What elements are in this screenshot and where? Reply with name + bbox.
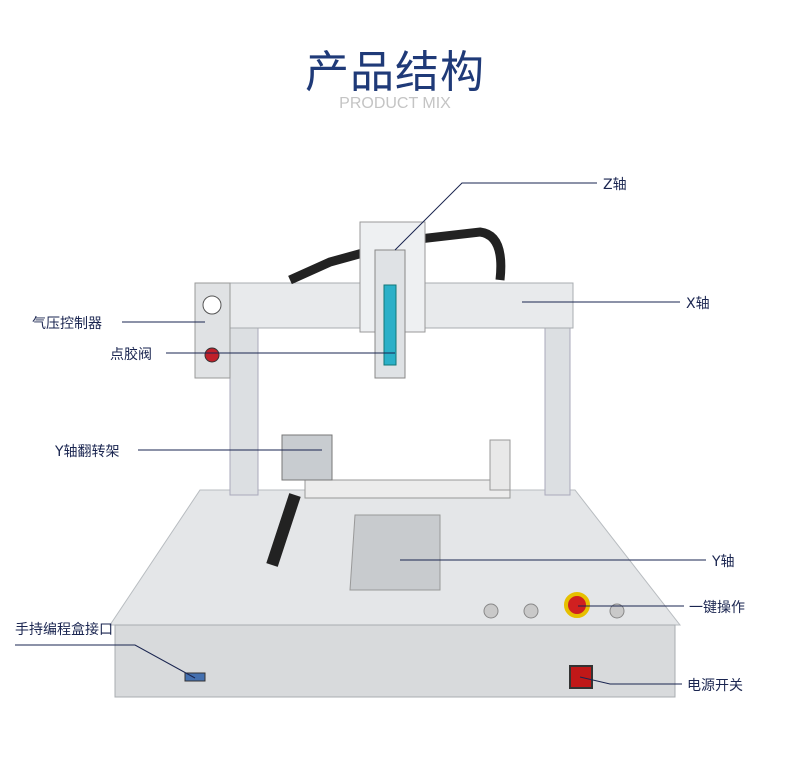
callout-y-flip-frame: Y轴翻转架	[55, 444, 120, 460]
teach-port-leader	[15, 644, 196, 679]
left-upright	[229, 299, 259, 496]
right-upright	[544, 299, 571, 496]
page-title: 产品结构	[305, 47, 485, 98]
button-3	[609, 603, 625, 619]
callout-pressure-controller: 气压控制器	[32, 316, 102, 332]
power-switch-leader	[579, 676, 682, 685]
flip-frame-motor	[281, 434, 333, 481]
z-axis-leader	[394, 182, 597, 251]
y-flip-frame-plate	[304, 479, 511, 499]
cable-chain	[288, 227, 506, 285]
flip-frame-holder	[489, 439, 511, 491]
callout-dispensing-valve: 点胶阀	[110, 347, 152, 363]
callout-one-key-operation: 一键操作	[689, 600, 745, 616]
callout-y-axis: Y轴	[712, 554, 735, 570]
button-2	[523, 603, 539, 619]
y-axis-table	[349, 514, 441, 591]
button-1	[483, 603, 499, 619]
callout-teach-pendant-port: 手持编程盒接口	[15, 622, 113, 638]
dispensing-syringe	[383, 284, 397, 366]
flip-cable-chain	[266, 493, 301, 567]
pressure-gauge	[202, 295, 222, 315]
callout-lines	[15, 182, 706, 685]
callout-x-axis: X轴	[686, 296, 710, 312]
callout-z-axis: Z轴	[603, 177, 627, 193]
callout-power-switch: 电源开关	[687, 678, 743, 694]
page-subtitle: PRODUCT MIX	[339, 95, 451, 112]
emergency-stop-button	[564, 592, 590, 618]
valve-knob	[204, 347, 220, 363]
teach-pendant-port	[184, 672, 206, 682]
